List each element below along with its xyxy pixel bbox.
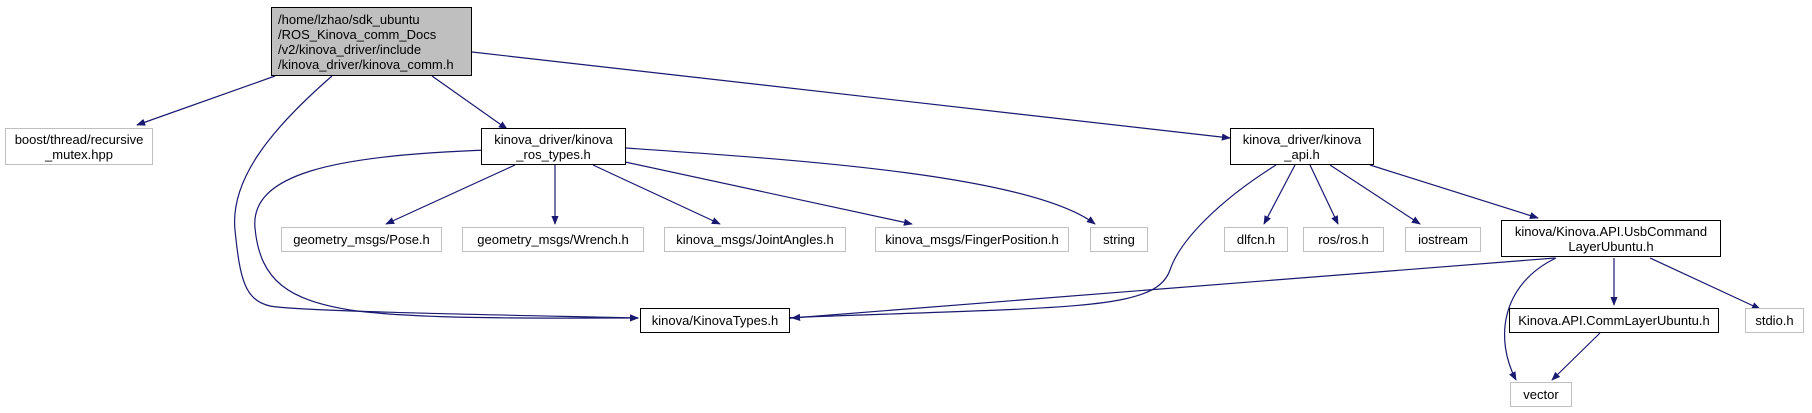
node-label-line: _ros_types.h <box>516 146 591 162</box>
edge-comm-to-ros-types <box>431 75 508 130</box>
edge-api-to-iostream <box>1329 164 1421 225</box>
node-label-line: kinova/KinovaTypes.h <box>651 313 779 328</box>
edge-comm-layer-to-vector <box>1551 332 1601 381</box>
edge-ros-types-to-pose <box>385 164 516 225</box>
node-label-line: iostream <box>1418 232 1468 247</box>
node-label-line: _mutex.hpp <box>45 146 113 162</box>
node-label-line: Kinova.API.CommLayerUbuntu.h <box>1518 313 1710 328</box>
edge-api-to-kinova-types <box>783 164 1277 322</box>
node-label-line: _api.h <box>1284 146 1320 162</box>
node-geometry-wrench[interactable]: geometry_msgs/Wrench.h <box>462 227 644 252</box>
node-finger-position[interactable]: kinova_msgs/FingerPosition.h <box>875 227 1069 252</box>
edge-ros-types-to-string <box>625 147 1096 225</box>
node-label-line: /home/lzhao/sdk_ubuntu <box>278 11 420 27</box>
node-label-line: /v2/kinova_driver/include <box>278 41 422 57</box>
node-label-line: string <box>1103 232 1135 247</box>
edge-comm-to-kinova-api <box>471 51 1231 141</box>
node-label-line: geometry_msgs/Wrench.h <box>477 232 629 247</box>
node-ros-h[interactable]: ros/ros.h <box>1303 227 1384 252</box>
node-geometry-pose[interactable]: geometry_msgs/Pose.h <box>281 227 442 252</box>
edge-usb-to-stdio <box>1649 257 1761 310</box>
node-iostream[interactable]: iostream <box>1405 227 1481 252</box>
node-stdio-h[interactable]: stdio.h <box>1745 308 1804 333</box>
node-label-line: geometry_msgs/Pose.h <box>293 232 430 247</box>
node-label-line: kinova_msgs/JointAngles.h <box>676 232 834 247</box>
node-label-line: ros/ros.h <box>1318 232 1369 247</box>
edge-ros-types-to-joint-angles <box>592 164 721 225</box>
node-label-line: stdio.h <box>1755 313 1794 328</box>
node-kinova-ros-types-h[interactable]: kinova_driver/kinova _ros_types.h <box>481 128 626 165</box>
node-vector[interactable]: vector <box>1510 382 1572 407</box>
edge-usb-to-kinova-types <box>791 257 1556 321</box>
node-label-line: dlfcn.h <box>1236 232 1276 247</box>
node-kinova-api-h[interactable]: kinova_driver/kinova _api.h <box>1230 128 1374 165</box>
edge-ros-types-to-kinova-types <box>254 149 639 322</box>
node-label-line: kinova_driver/kinova <box>1242 131 1362 147</box>
node-comm-layer-ubuntu-h[interactable]: Kinova.API.CommLayerUbuntu.h <box>1509 308 1719 333</box>
node-boost-recursive-mutex[interactable]: boost/thread/recursive _mutex.hpp <box>5 128 153 165</box>
edge-comm-to-boost-mutex <box>136 75 276 126</box>
edge-api-to-usb-command-layer <box>1369 164 1539 219</box>
node-label-line: kinova_driver/kinova <box>494 131 613 147</box>
node-joint-angles[interactable]: kinova_msgs/JointAngles.h <box>664 227 846 252</box>
node-kinova-types-h[interactable]: kinova/KinovaTypes.h <box>640 308 790 333</box>
node-label-line: boost/thread/recursive <box>14 131 144 147</box>
node-dlfcn-h[interactable]: dlfcn.h <box>1224 227 1288 252</box>
node-label-line: LayerUbuntu.h <box>1568 238 1654 254</box>
edge-api-to-dlfcn <box>1263 164 1296 225</box>
node-usb-command-layer-h[interactable]: kinova/Kinova.API.UsbCommand LayerUbuntu… <box>1501 220 1721 257</box>
edge-usb-to-vector <box>1504 257 1557 381</box>
node-label-line: vector <box>1523 387 1559 402</box>
node-string[interactable]: string <box>1090 227 1148 252</box>
node-label-line: kinova_msgs/FingerPosition.h <box>885 232 1059 247</box>
edge-api-to-ros-h <box>1309 164 1339 225</box>
edge-ros-types-to-finger-position <box>615 159 913 226</box>
edge-comm-to-kinova-types <box>233 75 639 322</box>
node-label-line: kinova/Kinova.API.UsbCommand <box>1514 223 1708 239</box>
node-label-line: /kinova_driver/kinova_comm.h <box>278 56 454 72</box>
node-kinova-comm-h[interactable]: /home/lzhao/sdk_ubuntu /ROS_Kinova_comm_… <box>271 7 472 76</box>
node-label-line: /ROS_Kinova_comm_Docs <box>278 26 437 42</box>
